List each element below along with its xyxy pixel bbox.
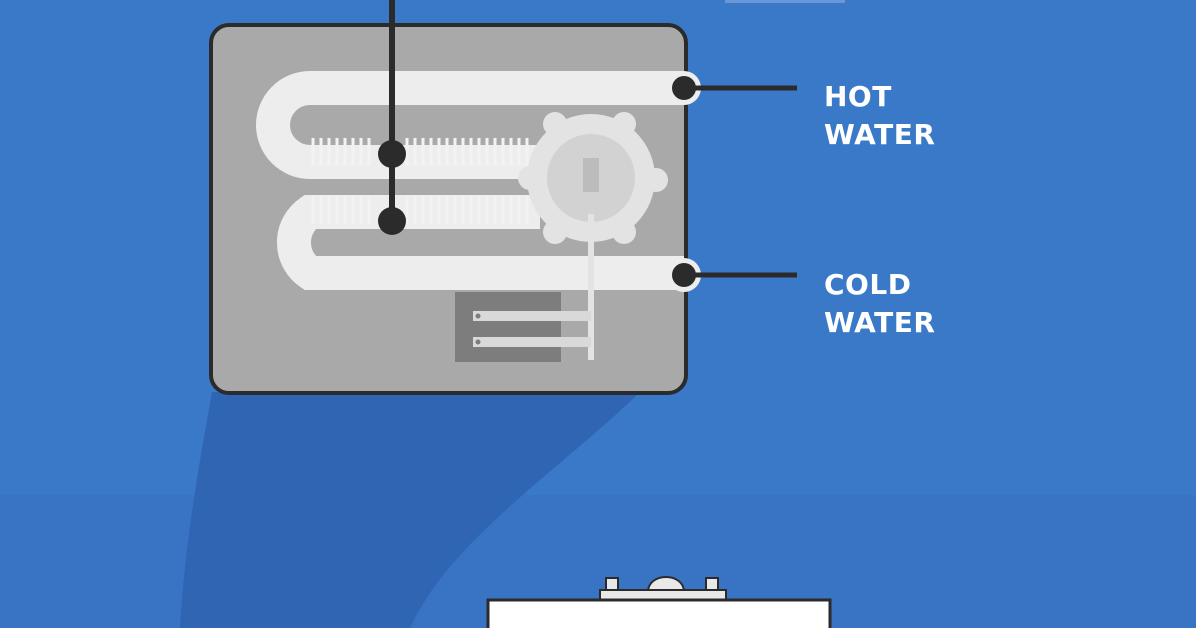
tank-shadow (180, 392, 640, 628)
cold-water-label: COLD WATER (824, 266, 935, 342)
control-panel (455, 292, 591, 362)
hot-water-label-line1: HOT (824, 80, 892, 113)
cold-water-label-line1: COLD (824, 268, 912, 301)
heating-element-lower (311, 196, 529, 224)
water-heater-tank (486, 576, 832, 628)
heating-coil (256, 71, 684, 290)
thermostat-dial (518, 112, 668, 360)
hot-water-label: HOT WATER (824, 78, 935, 154)
top-label-fragment (725, 0, 845, 3)
cold-water-label-line2: WATER (824, 306, 936, 339)
dial-indicator (583, 158, 599, 192)
hot-water-label-line2: WATER (824, 118, 936, 151)
heating-element-upper (311, 138, 529, 166)
cold-water-inlet (667, 258, 797, 292)
supply-pipe (378, 0, 406, 235)
hot-water-outlet (667, 71, 797, 105)
